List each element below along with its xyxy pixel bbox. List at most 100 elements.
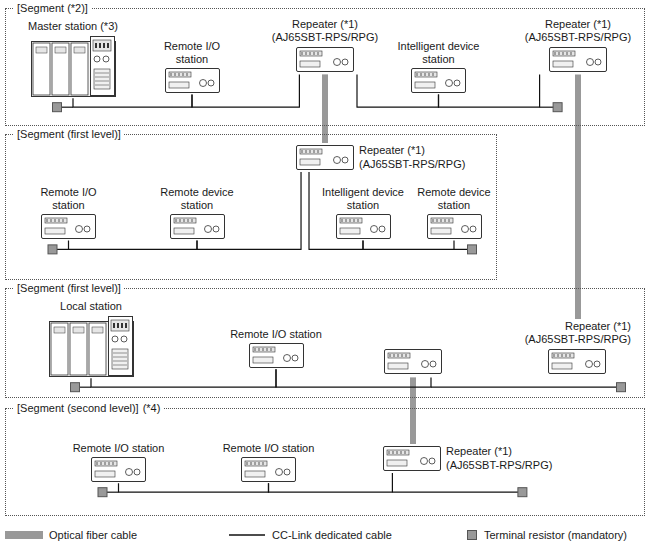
module-label <box>54 327 65 333</box>
terminal <box>95 81 109 82</box>
rotary-switch <box>422 361 429 368</box>
rotary-switch <box>284 469 290 475</box>
repeater-icon <box>383 445 441 472</box>
plc-rack-icon <box>49 315 134 377</box>
rotary-switch <box>334 157 341 164</box>
terminal-resistor <box>98 488 107 497</box>
led <box>183 219 184 222</box>
led <box>101 462 102 465</box>
terminal-resistor <box>617 383 626 392</box>
label-text: (AJ65SBT-RPS/RPG) <box>359 158 465 171</box>
label-text: Remote device station <box>158 186 236 212</box>
label-text: Repeater (*1) <box>525 320 631 333</box>
label-text: Remote I/O station <box>33 186 104 212</box>
terminal-resistor <box>71 383 80 392</box>
terminal-block <box>340 228 360 234</box>
cc-link-cable <box>392 492 522 493</box>
network-segment: [Segment (first level)]Repeater (*1)(AJ6… <box>5 134 497 280</box>
cc-link-cable <box>69 240 198 249</box>
led <box>429 73 430 76</box>
led <box>353 219 354 222</box>
led <box>105 462 106 465</box>
master-module <box>90 37 114 96</box>
led <box>63 219 64 222</box>
led <box>270 348 271 351</box>
rotary-switch <box>283 355 290 362</box>
station-label: Remote I/O station <box>223 442 315 455</box>
station-label: Local station <box>60 300 122 313</box>
led <box>182 73 183 76</box>
repeater-icon <box>549 46 607 73</box>
segment-heading: [Segment (*2)] <box>14 1 91 15</box>
led <box>255 462 256 465</box>
station-box: Repeater (*1)(AJ65SBT-RPS/RPG) <box>381 444 571 473</box>
led <box>302 52 303 55</box>
device-case <box>550 48 607 72</box>
device-case <box>427 215 481 239</box>
led <box>187 219 188 222</box>
heading-text: [Segment (first level)] <box>17 282 121 294</box>
led <box>433 73 434 76</box>
rotary-switch <box>430 361 436 367</box>
rotary-switch <box>204 226 211 233</box>
device-case <box>165 69 219 93</box>
terminal-block <box>95 471 115 477</box>
led-panel <box>387 450 409 455</box>
station-box: Remote device station <box>414 185 494 240</box>
led <box>47 219 48 222</box>
station-box: Remote I/O station <box>156 39 228 94</box>
terminal-block <box>552 363 572 369</box>
label-text: Remote device station <box>416 186 492 212</box>
label-text: Repeater (*1) <box>525 18 631 31</box>
station-label: Remote I/O station <box>230 328 322 341</box>
station-box: Remote I/O station <box>61 441 176 483</box>
led <box>555 52 556 55</box>
led-panel <box>111 320 129 331</box>
led <box>349 219 350 222</box>
rotary-switch <box>470 226 476 232</box>
led <box>121 323 123 328</box>
rotary-switch <box>586 361 593 368</box>
module-label <box>55 47 66 53</box>
module-label <box>92 327 103 333</box>
station-label: Repeater (*1)(AJ65SBT-RPS/RPG) <box>359 144 465 170</box>
led-panel <box>431 218 453 223</box>
station-box: Master station (*3) <box>18 19 128 98</box>
led <box>390 354 391 357</box>
led <box>345 219 346 222</box>
led <box>259 462 260 465</box>
terminal-resistor <box>48 245 57 254</box>
repeater-icon <box>296 46 354 73</box>
led <box>389 451 390 454</box>
terminal <box>95 73 109 74</box>
terminal-block <box>245 471 265 477</box>
led <box>563 52 564 55</box>
station-label: Repeater (*1)(AJ65SBT-RPS/RPG) <box>272 18 378 44</box>
station-box: Remote I/O station <box>211 327 341 369</box>
station-box: Repeater (*1)(AJ65SBT-RPS/RPG) <box>514 17 642 74</box>
heading-text: [Segment (first level)] <box>17 128 121 140</box>
led-panel <box>300 51 322 56</box>
cable-line <box>229 534 265 535</box>
station-box: Remote I/O station <box>211 441 326 483</box>
terminal <box>95 77 109 78</box>
led <box>406 354 407 357</box>
led <box>402 354 403 357</box>
led-panel <box>45 218 67 223</box>
led <box>95 43 97 48</box>
led <box>103 43 105 48</box>
cable-sample <box>228 529 266 541</box>
rotary-switch <box>379 226 385 232</box>
rotary-switch <box>370 226 377 233</box>
station-label: Intelligent device station <box>393 40 484 66</box>
terminal-block <box>300 61 320 67</box>
terminal <box>113 361 127 362</box>
device-case <box>297 48 354 72</box>
device-case <box>92 458 146 482</box>
label-text: Repeater (*1) <box>446 445 552 458</box>
station-box: Remote device station <box>156 185 238 240</box>
device-case <box>549 350 606 374</box>
label-text: Remote I/O station <box>73 442 165 455</box>
led-panel <box>388 353 410 358</box>
led <box>262 348 263 351</box>
